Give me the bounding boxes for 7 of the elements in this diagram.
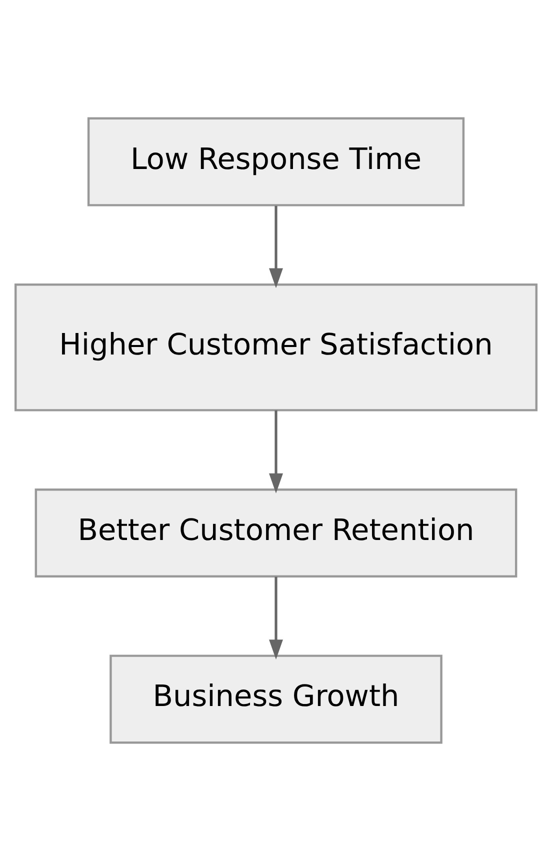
node-box: Business Growth	[110, 654, 442, 744]
arrow	[269, 576, 283, 660]
arrow	[269, 410, 283, 493]
node-box: Low Response Time	[87, 116, 465, 206]
arrow	[269, 205, 283, 288]
node-box: Higher Customer Satisfaction	[14, 283, 538, 411]
node-box: Better Customer Retention	[34, 488, 518, 577]
